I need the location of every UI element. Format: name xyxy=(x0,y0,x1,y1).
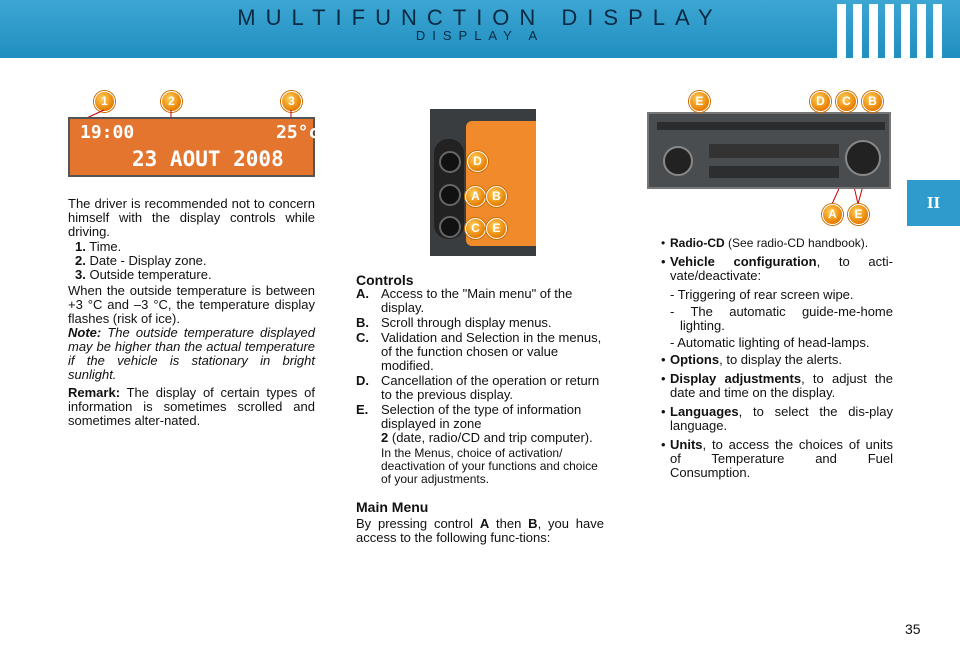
left-column: The driver is recommended not to concern… xyxy=(68,197,315,428)
control-a: A.Access to the "Main menu" of the displ… xyxy=(356,286,573,315)
control-b: B.Scroll through display menus. xyxy=(356,315,552,330)
header-banner: MULTIFUNCTION DISPLAY DISPLAY A xyxy=(0,0,960,60)
marker-panel-c: C xyxy=(465,218,486,239)
intro-text: The driver is recommended not to concern… xyxy=(68,196,315,239)
control-c: C.Validation and Selection in the menus,… xyxy=(356,330,602,373)
marker-radio-c: C xyxy=(836,91,857,112)
lcd-date: 23 AOUT 2008 xyxy=(132,147,284,171)
marker-panel-e: E xyxy=(486,218,507,239)
legend-item: 2. Date - Display zone. xyxy=(75,253,207,268)
radio-unit-image xyxy=(647,112,891,189)
sub-item: - Triggering of rear screen wipe. xyxy=(670,287,854,302)
marker-1: 1 xyxy=(94,91,115,112)
lcd-time: 19:00 xyxy=(80,122,135,143)
legend-item: 3. Outside temperature. xyxy=(75,267,212,282)
sub-item: - The automatic guide-me-home lighting. xyxy=(670,304,893,333)
control-d: D.Cancellation of the operation or retur… xyxy=(356,373,600,402)
remark-text: Remark: The display of certain types of … xyxy=(68,385,315,428)
main-menu-text: By pressing control A then B, you have a… xyxy=(356,516,604,545)
chapter-tab: II xyxy=(907,180,960,226)
menu-units: Units, to access the choices of units of… xyxy=(652,438,893,480)
menu-vehicle-config: Vehicle configuration, to acti-vate/deac… xyxy=(652,255,893,283)
marker-radio-a: A xyxy=(822,204,843,225)
lcd-temperature: 25°c xyxy=(276,122,320,143)
middle-column: Controls A.Access to the "Main menu" of … xyxy=(356,273,604,545)
main-menu-heading: Main Menu xyxy=(356,499,429,515)
legend-item: 1. Time. xyxy=(75,239,122,254)
menu-languages: Languages, to select the dis-play langua… xyxy=(652,405,893,433)
note-text: Note: The outside temperature displayed … xyxy=(68,325,315,382)
controls-heading: Controls xyxy=(356,272,414,288)
marker-radio-e: E xyxy=(689,91,710,112)
page-subtitle: DISPLAY A xyxy=(415,28,545,43)
sub-item: - Automatic lighting of head-lamps. xyxy=(670,335,870,350)
marker-panel-b: B xyxy=(486,186,507,207)
legend-list: 1. Time. 2. Date - Display zone. 3. Outs… xyxy=(68,240,315,282)
menu-radio-cd: Radio-CD (See radio-CD handbook). xyxy=(652,236,893,250)
menu-options: Options, to display the alerts. xyxy=(652,353,893,368)
marker-panel-d: D xyxy=(467,151,488,172)
header-stripes xyxy=(837,4,942,60)
marker-radio-b: B xyxy=(862,91,883,112)
page-title: MULTIFUNCTION DISPLAY xyxy=(237,5,723,30)
menu-display-adjustments: Display adjustments, to adjust the date … xyxy=(652,372,893,400)
control-e: E.Selection of the type of information d… xyxy=(356,402,598,486)
lcd-display: 19:00 25°c 23 AOUT 2008 xyxy=(68,117,319,177)
marker-radio-e2: E xyxy=(848,204,869,225)
marker-radio-d: D xyxy=(810,91,831,112)
marker-panel-a: A xyxy=(465,186,486,207)
right-column: Radio-CD (See radio-CD handbook). Vehicl… xyxy=(652,236,893,485)
temperature-text: When the outside temperature is between … xyxy=(68,283,315,326)
page-number: 35 xyxy=(905,621,921,637)
